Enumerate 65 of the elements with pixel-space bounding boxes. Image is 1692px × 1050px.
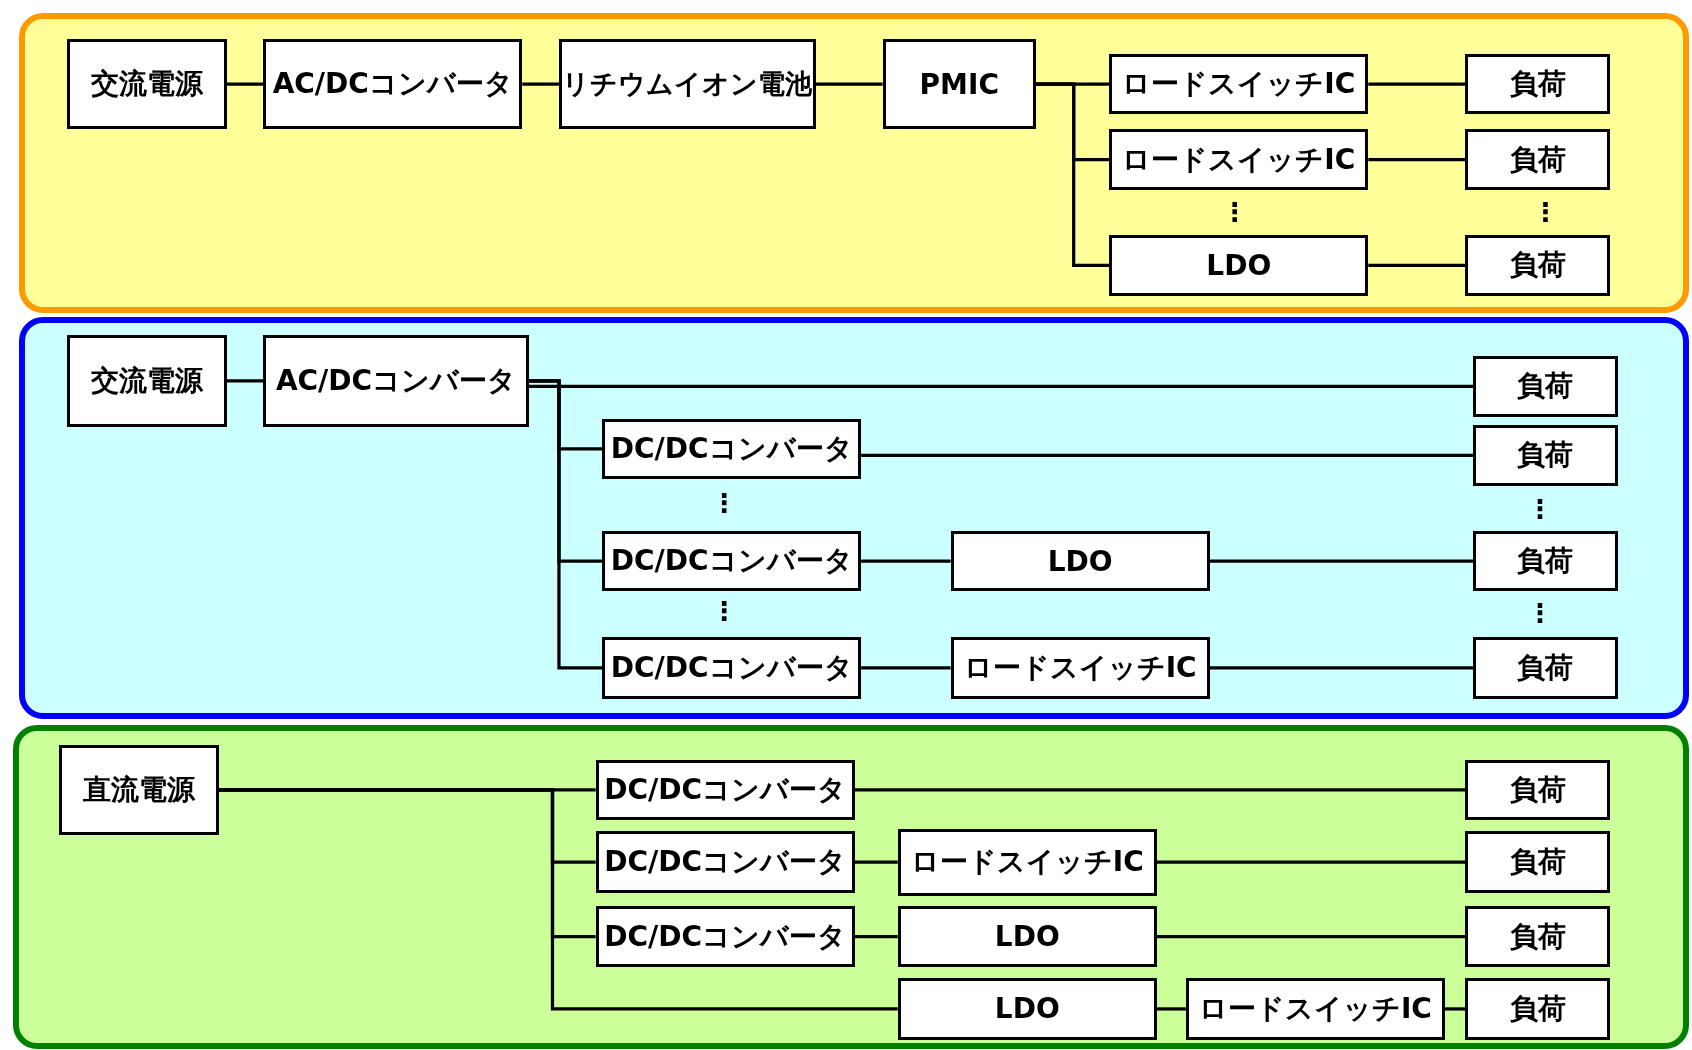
process-box: DC/DCコンバータ (595, 759, 855, 821)
process-box: 負荷 (1465, 129, 1610, 190)
process-box: ロードスイッチIC (1109, 129, 1369, 190)
connector-line (854, 860, 898, 864)
connector-line (1156, 1007, 1186, 1011)
connector-line (815, 82, 883, 86)
process-box: 直流電源 (59, 744, 220, 836)
panel (12, 725, 1689, 1049)
panel (19, 317, 1689, 719)
connector-line (861, 453, 1473, 457)
process-box: ロードスイッチIC (897, 828, 1157, 896)
vertical-ellipsis: ⋮ (711, 489, 738, 516)
connector-line (854, 788, 1466, 792)
connector-line (1368, 158, 1466, 162)
process-box: 負荷 (1465, 235, 1610, 296)
process-box: DC/DCコンバータ (602, 530, 862, 592)
connector-line (1156, 860, 1466, 864)
connector-line (1156, 935, 1466, 939)
connector-line (1368, 263, 1466, 268)
vertical-ellipsis: ⋮ (1532, 198, 1559, 225)
process-box: 負荷 (1465, 53, 1610, 115)
process-box: 負荷 (1472, 636, 1618, 700)
connector-line (861, 666, 951, 670)
vertical-ellipsis: ⋮ (711, 597, 738, 624)
process-box: 交流電源 (66, 334, 227, 428)
process-box: PMIC (882, 38, 1036, 130)
process-box: ロードスイッチIC (1185, 977, 1445, 1041)
connector-line (528, 379, 603, 670)
process-box: 負荷 (1472, 530, 1618, 592)
process-box: AC/DCコンバータ (263, 38, 523, 130)
connector-line (226, 379, 264, 383)
process-box: DC/DCコンバータ (602, 636, 862, 700)
process-box: 負荷 (1472, 425, 1618, 486)
connector-line (1209, 666, 1473, 670)
connector-line (219, 788, 898, 1011)
process-box: LDO (1109, 235, 1369, 296)
connector-line (1444, 1007, 1466, 1011)
vertical-ellipsis: ⋮ (1526, 496, 1553, 523)
panel (19, 12, 1689, 313)
process-box: DC/DCコンバータ (602, 418, 862, 480)
vertical-ellipsis: ⋮ (1221, 198, 1248, 225)
process-box: LDO (897, 977, 1157, 1041)
process-box: 負荷 (1465, 759, 1610, 821)
connector-line (226, 82, 264, 86)
connector-line (1035, 82, 1110, 268)
connector-line (528, 384, 1473, 388)
process-box: LDO (950, 530, 1210, 592)
process-box: 交流電源 (66, 38, 227, 130)
vertical-ellipsis: ⋮ (1526, 599, 1553, 626)
process-box: 負荷 (1472, 356, 1618, 417)
connector-line (522, 82, 559, 86)
process-box: DC/DCコンバータ (595, 906, 855, 967)
connector-line (1368, 82, 1466, 86)
process-box: リチウムイオン電池 (558, 38, 816, 130)
process-box: 負荷 (1465, 977, 1610, 1041)
connector-line (861, 559, 951, 563)
process-box: ロードスイッチIC (950, 636, 1210, 700)
process-box: DC/DCコンバータ (595, 830, 855, 894)
process-box: 負荷 (1465, 906, 1610, 967)
process-box: ロードスイッチIC (1109, 53, 1369, 115)
connector-line (1209, 559, 1473, 563)
process-box: AC/DCコンバータ (263, 334, 529, 428)
process-box: 負荷 (1465, 830, 1610, 894)
connector-line (854, 935, 898, 939)
process-box: LDO (897, 906, 1157, 967)
